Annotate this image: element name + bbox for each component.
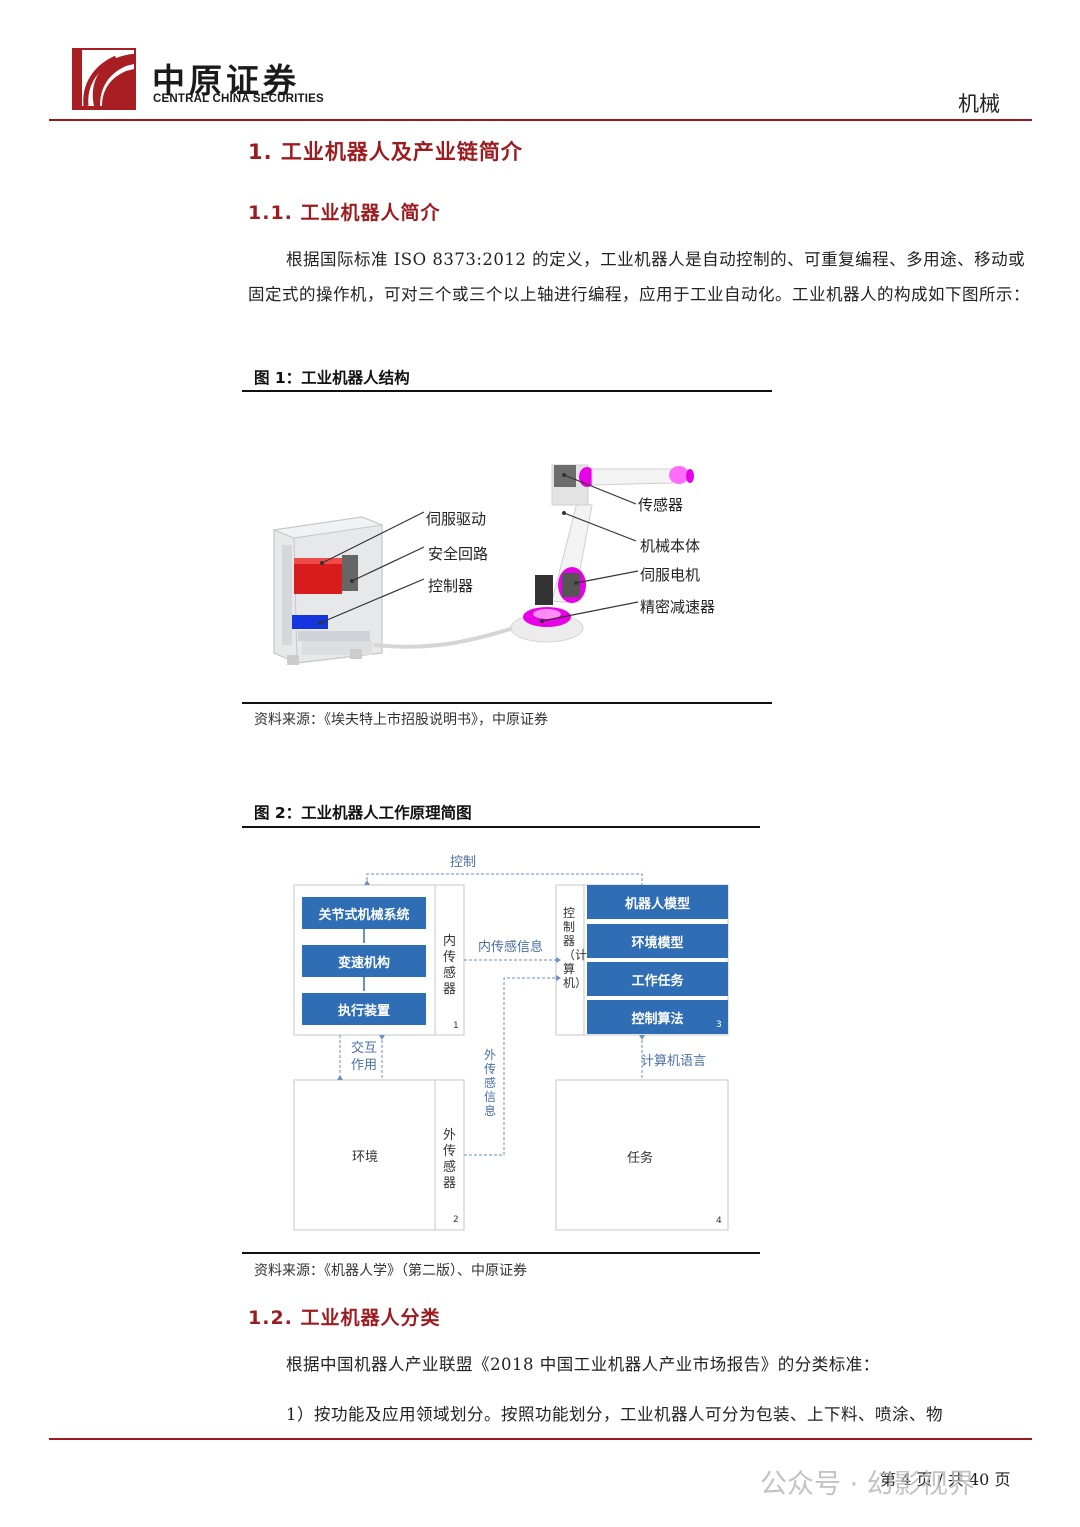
label-computer-language: 计算机语言 [641, 1054, 707, 1069]
box-environment-model: 环境模型 [631, 936, 684, 951]
subsection-title-1-1: 1.1. 工业机器人简介 [248, 202, 441, 224]
company-logo-english: CENTRAL CHINA SECURITIES [153, 93, 324, 105]
figure2-working-principle-diagram [293, 873, 729, 1231]
box-number-2: 2 [453, 1215, 459, 1225]
company-logo-mark [72, 48, 136, 110]
label-environment: 环境 [352, 1150, 379, 1165]
industry-label: 机械 [958, 92, 1000, 116]
label-mechanical-body: 机械本体 [640, 537, 701, 555]
box-control-algorithm: 控制算法 [631, 1012, 684, 1027]
box-number-4: 4 [716, 1216, 722, 1226]
wechat-watermark: 公众号 · 幻影视界 [760, 1469, 975, 1500]
classification-paragraph-2: 1）按功能及应用领域划分。按照功能划分，工业机器人可分为包装、上下料、喷涂、物 [248, 1397, 1038, 1432]
figure2-source: 资料来源：《机器人学》（第二版）、中原证券 [254, 1263, 527, 1279]
label-precision-reducer: 精密减速器 [640, 598, 716, 616]
box-robot-model: 机器人模型 [624, 897, 690, 912]
intro-paragraph: 根据国际标准 ISO 8373:2012 的定义，工业机器人是自动控制的、可重复… [248, 242, 1038, 312]
figure1-bottom-rule [242, 702, 772, 704]
label-interaction: 交互作用 [351, 1041, 378, 1073]
classification-item-1-text: 1）按功能及应用领域划分。按照功能划分，工业机器人可分为包装、上下料、喷涂、物 [286, 1405, 943, 1424]
box-transmission: 变速机构 [337, 956, 390, 971]
figure1-robot-structure-illustration [272, 464, 694, 665]
company-logo-chinese: 中原证券 [152, 61, 300, 100]
figure2-title: 图 2：工业机器人工作原理简图 [254, 804, 472, 822]
label-outer-sensing-info: 外传感信息 [484, 1048, 497, 1118]
label-servo-drive: 伺服驱动 [426, 510, 487, 528]
label-sensor: 传感器 [638, 496, 684, 514]
section-title: 1. 工业机器人及产业链简介 [248, 140, 523, 164]
label-controller-computer: 控制器（计算机） [563, 906, 588, 990]
box-number-1: 1 [453, 1021, 459, 1031]
label-outer-sensor: 外传感器 [443, 1128, 457, 1191]
header-divider [49, 119, 1032, 121]
figure1-source: 资料来源：《埃夫特上市招股说明书》，中原证券 [254, 712, 548, 728]
label-control: 控制 [450, 855, 477, 870]
page-number: 第 4 页 / 共 40 页 [880, 1470, 1011, 1489]
label-task: 任务 [627, 1151, 654, 1166]
footer-divider [49, 1438, 1032, 1440]
box-actuator: 执行装置 [337, 1004, 390, 1019]
intro-paragraph-text: 根据国际标准 ISO 8373:2012 的定义，工业机器人是自动控制的、可重复… [248, 250, 1030, 304]
figure2-top-rule [242, 826, 760, 828]
subsection-title-1-2: 1.2. 工业机器人分类 [248, 1307, 441, 1329]
figure1-top-rule [242, 390, 772, 392]
box-number-3: 3 [716, 1020, 722, 1030]
label-inner-sensor: 内传感器 [443, 934, 457, 997]
label-controller: 控制器 [428, 577, 474, 595]
box-joint-mechanical-system: 关节式机械系统 [318, 908, 410, 923]
label-inner-sensing-info: 内传感信息 [478, 940, 544, 955]
classification-intro-text: 根据中国机器人产业联盟《2018 中国工业机器人产业市场报告》的分类标准： [286, 1355, 880, 1374]
classification-paragraph: 根据中国机器人产业联盟《2018 中国工业机器人产业市场报告》的分类标准： [248, 1347, 1038, 1382]
figure2-bottom-rule [242, 1252, 760, 1254]
box-work-task: 工作任务 [631, 974, 684, 989]
label-servo-motor: 伺服电机 [640, 566, 701, 584]
label-safety-circuit: 安全回路 [428, 545, 489, 563]
figure1-title: 图 1：工业机器人结构 [254, 369, 410, 387]
